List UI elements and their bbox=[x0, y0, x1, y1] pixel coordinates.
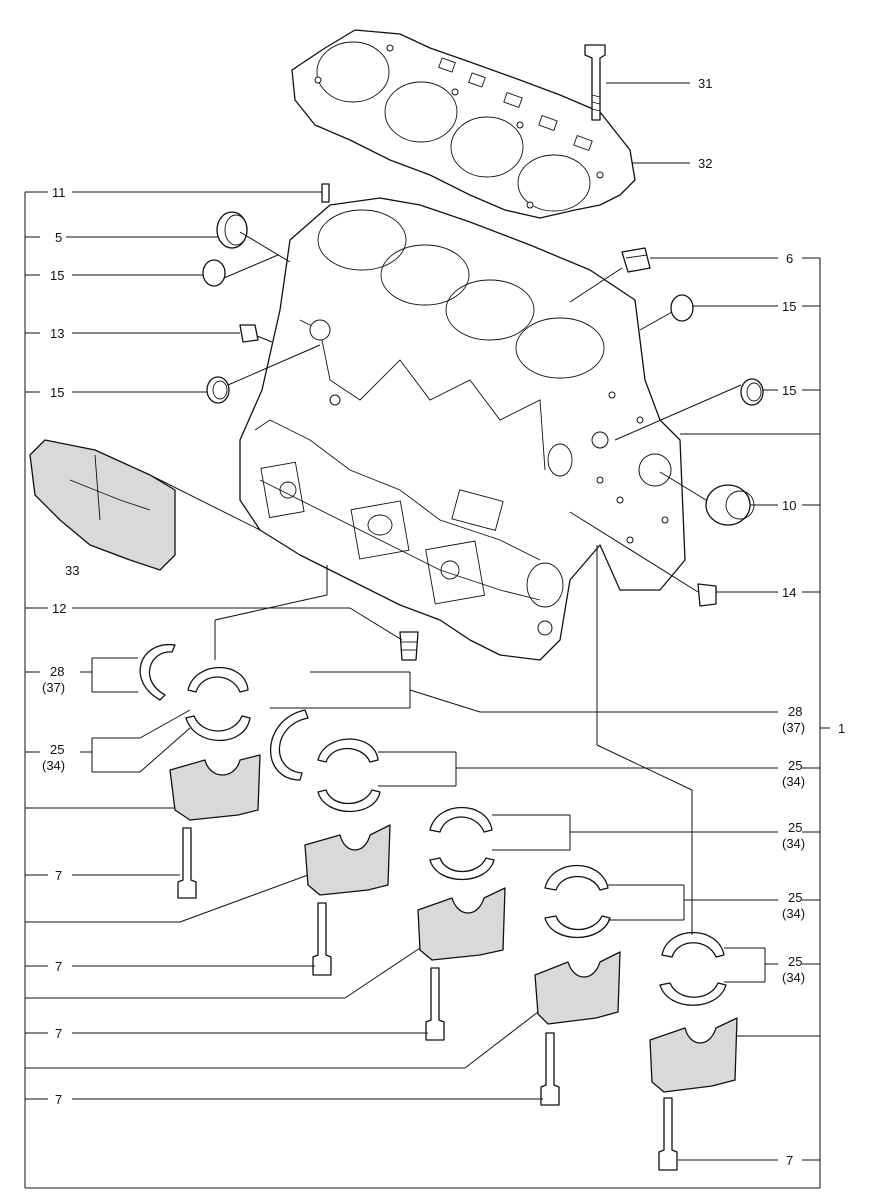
bearing-shell-1-part bbox=[185, 667, 251, 741]
bearing-shell-3-part bbox=[429, 807, 495, 880]
label-10: 10 bbox=[782, 498, 796, 513]
label-7-d: 7 bbox=[55, 1092, 62, 1107]
label-25-d: 25 bbox=[788, 890, 802, 905]
bearing-shell-5-part bbox=[659, 932, 727, 1006]
label-11: 11 bbox=[52, 185, 66, 200]
bearing-shell-4-part bbox=[544, 865, 611, 938]
label-34-b: (34) bbox=[782, 774, 805, 789]
label-6: 6 bbox=[786, 251, 793, 266]
head-bolt-part bbox=[584, 44, 606, 121]
label-25-e: 25 bbox=[788, 954, 802, 969]
label-15-d: 15 bbox=[782, 383, 796, 398]
cylinder-block-part bbox=[239, 197, 686, 661]
main-bearing-cap-5-part bbox=[649, 1017, 738, 1093]
plug-12-part bbox=[399, 631, 419, 661]
plug-15-a-part bbox=[202, 259, 226, 287]
label-34-c: (34) bbox=[782, 836, 805, 851]
main-bolt-5-part bbox=[658, 1097, 678, 1171]
label-1: 1 bbox=[838, 721, 845, 736]
plug-13-part bbox=[239, 324, 259, 343]
label-25-b: 25 bbox=[788, 758, 802, 773]
main-bolt-4-part bbox=[540, 1032, 560, 1106]
bearing-shell-2-part bbox=[317, 738, 381, 812]
bushing-part bbox=[705, 484, 755, 526]
leader-lines bbox=[25, 82, 820, 1161]
label-7-b: 7 bbox=[55, 959, 62, 974]
label-5: 5 bbox=[55, 230, 62, 245]
label-34-e: (34) bbox=[782, 970, 805, 985]
right-bracket-frame bbox=[819, 258, 830, 1188]
label-7-c: 7 bbox=[55, 1026, 62, 1041]
left-bracket-frame bbox=[24, 192, 820, 1189]
label-14: 14 bbox=[782, 585, 796, 600]
plug-15-b-part bbox=[206, 376, 230, 404]
label-31: 31 bbox=[698, 76, 712, 91]
thrust-washer-right-part bbox=[270, 709, 309, 781]
thrust-washer-left-part bbox=[139, 644, 176, 701]
label-15-a: 15 bbox=[50, 268, 64, 283]
label-34-d: (34) bbox=[782, 906, 805, 921]
label-7-e: 7 bbox=[786, 1153, 793, 1168]
label-34-left: (34) bbox=[42, 758, 65, 773]
plug-14-part bbox=[697, 583, 717, 607]
label-15-c: 15 bbox=[782, 299, 796, 314]
main-bolt-3-part bbox=[425, 967, 445, 1041]
main-bolt-2-part bbox=[312, 902, 332, 976]
label-25-c: 25 bbox=[788, 820, 802, 835]
plug-6-part bbox=[621, 247, 651, 273]
main-bearing-cap-2-part bbox=[304, 824, 391, 896]
bracket-33-part bbox=[29, 439, 176, 571]
label-28-left: 28 bbox=[50, 664, 64, 679]
dowel-pin-part bbox=[321, 183, 330, 203]
main-bearing-cap-1-part bbox=[169, 754, 261, 821]
plug-15-d-part bbox=[740, 378, 764, 406]
label-28-right: 28 bbox=[788, 704, 802, 719]
label-13: 13 bbox=[50, 326, 64, 341]
plug-part bbox=[216, 211, 248, 249]
label-37-left: (37) bbox=[42, 680, 65, 695]
main-bearing-cap-3-part bbox=[417, 887, 506, 961]
label-37-right: (37) bbox=[782, 720, 805, 735]
head-gasket-part bbox=[291, 29, 636, 219]
label-33: 33 bbox=[65, 563, 79, 578]
label-15-b: 15 bbox=[50, 385, 64, 400]
label-32: 32 bbox=[698, 156, 712, 171]
plug-15-c-part bbox=[670, 294, 694, 322]
callout-labels: 31 32 11 5 15 13 15 6 15 15 10 14 33 12 … bbox=[42, 76, 845, 1168]
main-bolt-1-part bbox=[177, 827, 197, 899]
label-12: 12 bbox=[52, 601, 66, 616]
main-bearing-cap-4-part bbox=[534, 951, 621, 1025]
label-25-left: 25 bbox=[50, 742, 64, 757]
label-7-a: 7 bbox=[55, 868, 62, 883]
